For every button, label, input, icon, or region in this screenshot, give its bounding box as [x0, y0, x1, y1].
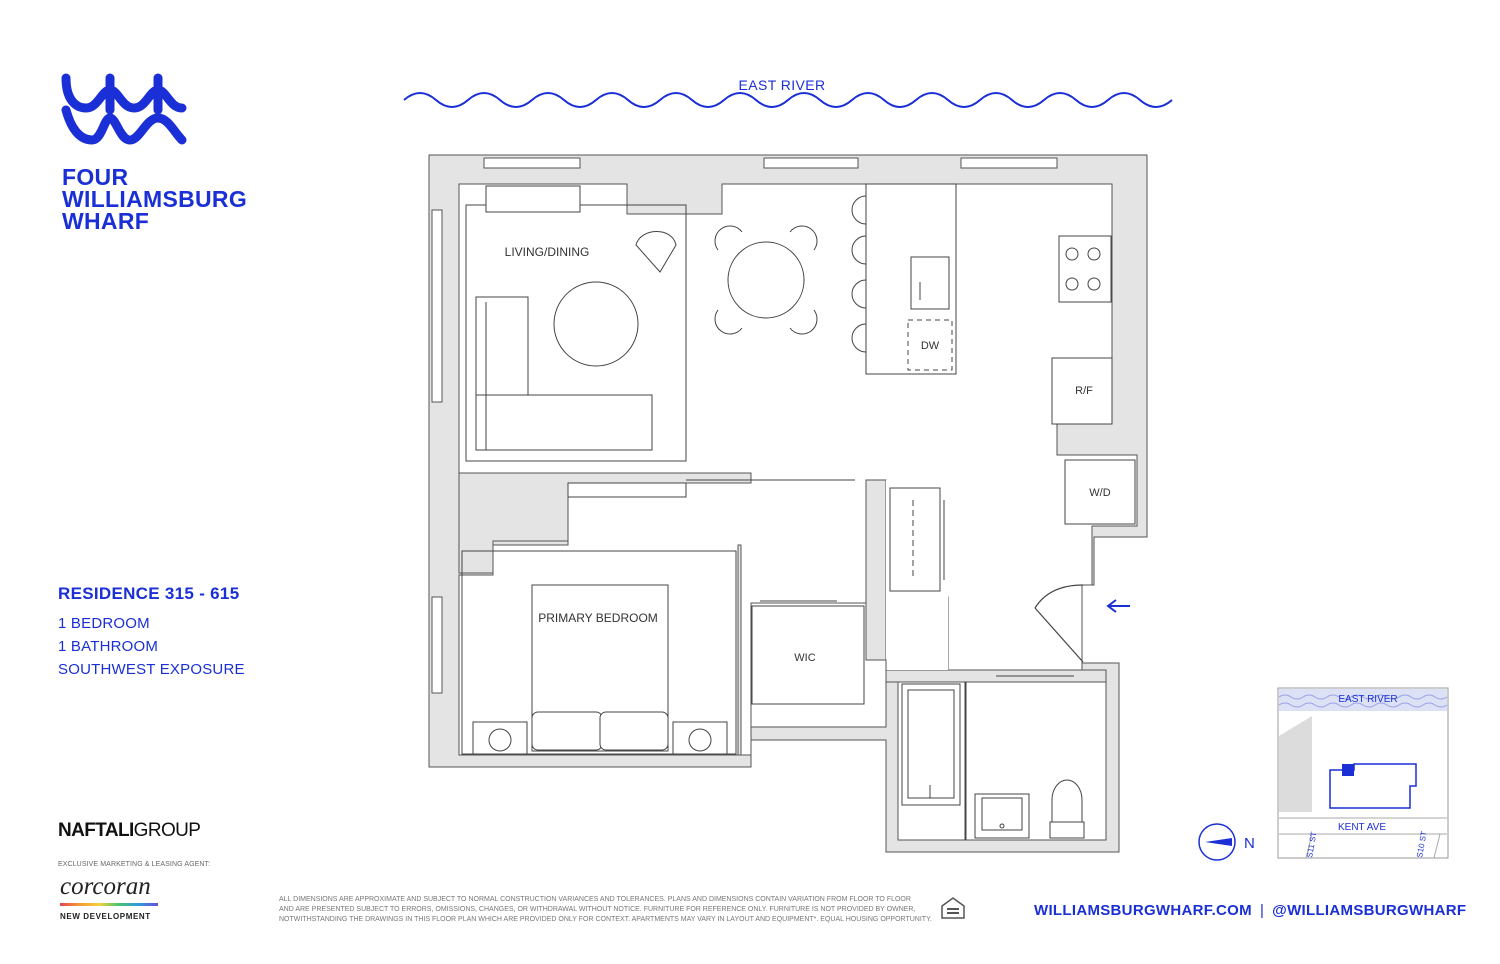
brand-name: FOUR WILLIAMSBURG WHARF [62, 164, 248, 234]
bathroom-count: 1 BATHROOM [58, 638, 159, 655]
agent-division: NEW DEVELOPMENT [60, 912, 151, 921]
living-furniture [465, 183, 1136, 525]
agent-logo-bar [60, 903, 158, 906]
disclaimer-line-3: NOTWITHSTANDING THE DRAWINGS IN THIS FLO… [279, 916, 932, 923]
brand-line-3: WHARF [62, 208, 150, 234]
brand-line-2: WILLIAMSBURG [62, 186, 248, 212]
agent-label: EXCLUSIVE MARKETING & LEASING AGENT: [58, 861, 211, 868]
label-wic: WIC [794, 652, 815, 664]
river-wave [403, 92, 1173, 108]
bedroom-furniture [461, 479, 945, 755]
residence-info: RESIDENCE 315 - 615 1 BEDROOM 1 BATHROOM… [58, 584, 245, 681]
wic-wall [737, 544, 742, 756]
windows [431, 157, 1058, 694]
keyplan-river-label: EAST RIVER [1338, 694, 1397, 705]
footer-separator: | [1259, 902, 1265, 919]
compass-label: N [1244, 835, 1255, 852]
bedroom-walls [458, 472, 752, 574]
agent-logo: corcoran [60, 873, 151, 900]
exposure: SOUTHWEST EXPOSURE [58, 661, 245, 678]
logo-icon [61, 73, 187, 145]
disclaimer: ALL DIMENSIONS ARE APPROXIMATE AND SUBJE… [279, 895, 939, 925]
website-link[interactable]: WILLIAMSBURGWHARF.COM [1034, 902, 1252, 919]
label-bedroom: PRIMARY BEDROOM [538, 611, 658, 625]
disclaimer-line-2: AND ARE PRESENTED SUBJECT TO ERRORS, OMI… [279, 906, 916, 913]
wic-floor [750, 602, 887, 728]
bedroom-count: 1 BEDROOM [58, 615, 150, 632]
disclaimer-line-1: ALL DIMENSIONS ARE APPROXIMATE AND SUBJE… [279, 896, 911, 903]
corridor-wall [865, 479, 887, 663]
key-plan: EAST RIVER KENT AVE S11 ST S10 ST [1277, 687, 1449, 859]
entry-door [1034, 584, 1084, 663]
bathroom-fixtures [901, 675, 1085, 841]
residence-title: RESIDENCE 315 - 615 [58, 584, 240, 603]
footer-links: WILLIAMSBURGWHARF.COM | @WILLIAMSBURGWHARF [1034, 902, 1466, 919]
developer-name-bold: NAFTALI [58, 820, 134, 841]
compass-icon [1198, 823, 1236, 861]
social-handle-link[interactable]: @WILLIAMSBURGWHARF [1272, 902, 1467, 919]
label-wd: W/D [1089, 487, 1110, 499]
developer-name-regular: GROUP [133, 820, 201, 841]
river-label: EAST RIVER [739, 77, 826, 93]
keyplan-street: KENT AVE [1338, 822, 1386, 833]
label-living: LIVING/DINING [505, 245, 590, 259]
label-dw: DW [921, 340, 940, 352]
brand-line-1: FOUR [62, 164, 129, 190]
equal-housing-icon [941, 897, 965, 919]
keyplan-cross-street-1: S11 ST [1305, 831, 1318, 858]
developer-logo: NAFTALIGROUP [58, 820, 201, 842]
entry-arrow-icon [1106, 599, 1130, 613]
label-rf: R/F [1075, 385, 1093, 397]
